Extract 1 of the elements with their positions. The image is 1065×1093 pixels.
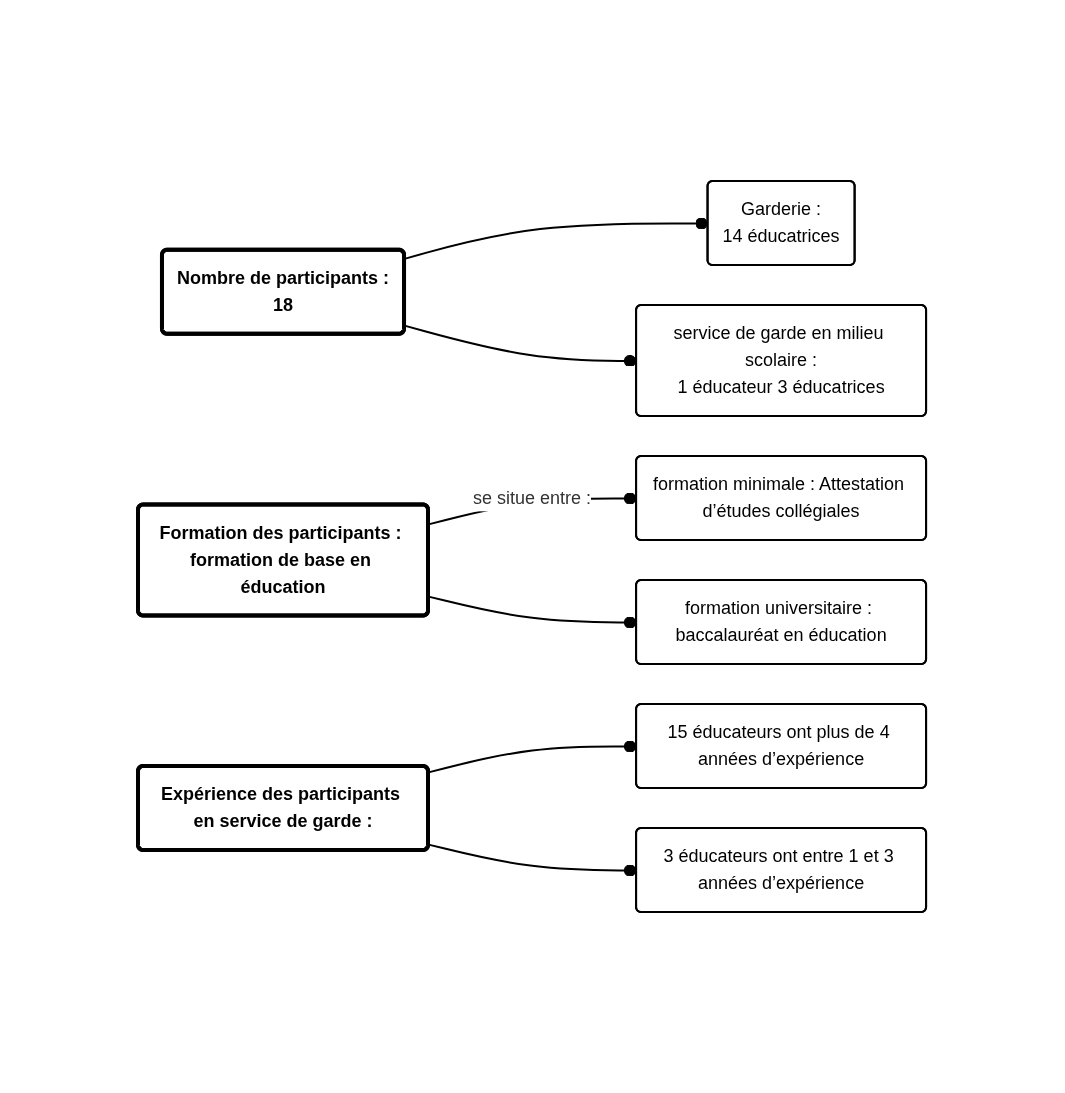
edge-label: se situe entre : — [473, 487, 592, 508]
